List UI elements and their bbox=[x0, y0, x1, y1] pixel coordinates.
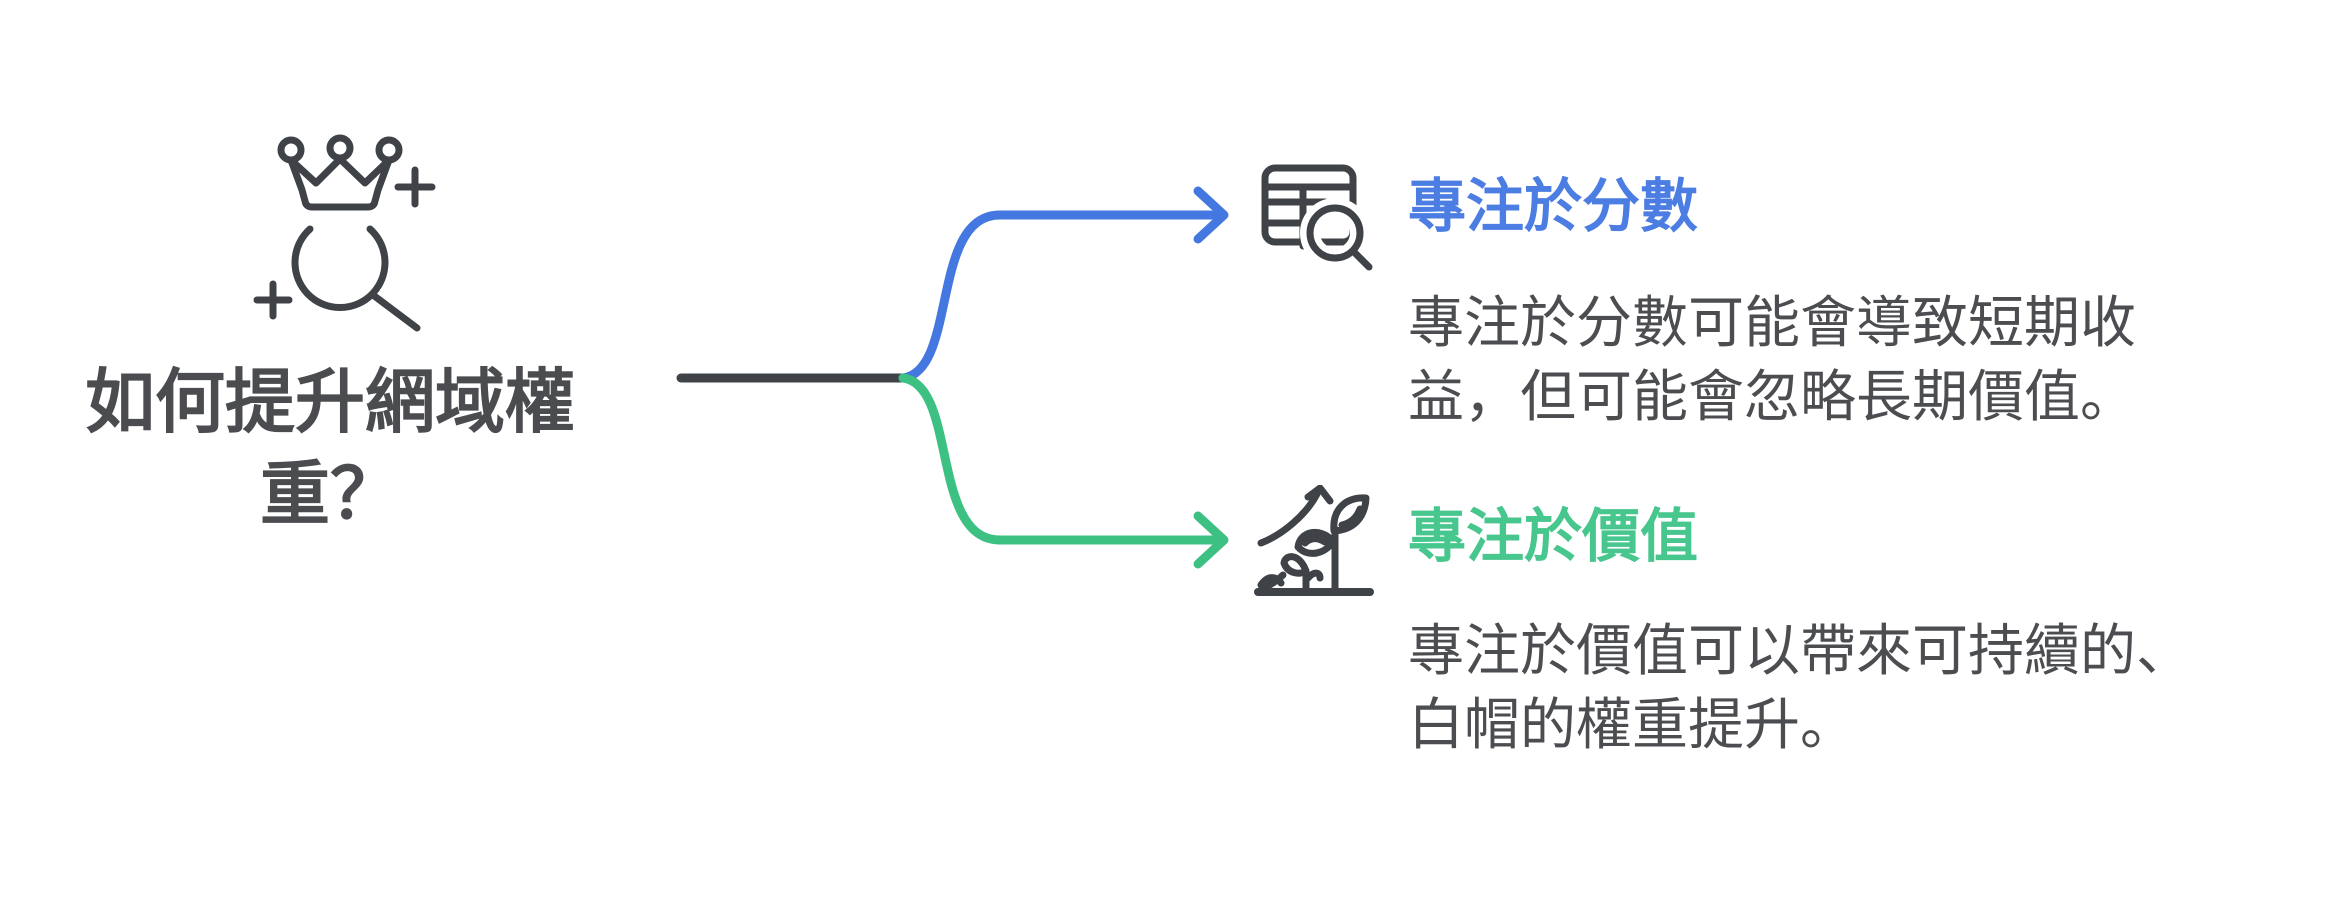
crown-search-icon bbox=[253, 134, 436, 332]
top-branch-arrowhead-icon bbox=[1193, 186, 1229, 244]
branch-title-value: 專注於價值 bbox=[1408, 504, 1699, 569]
branch-desc-scores: 專注於分數可能會導致短期收 益，但可能會忽略長期價值。 bbox=[1408, 286, 2136, 434]
plus-marks bbox=[253, 166, 436, 320]
desc-line: 白帽的權重提升。 bbox=[1408, 693, 1856, 756]
desc-line: 專注於價值可以帶來可持續的、 bbox=[1408, 619, 2192, 682]
tall-plant bbox=[1294, 494, 1370, 596]
crown-shape bbox=[277, 134, 403, 211]
desc-line: 專注於分數可能會導致短期收 bbox=[1408, 291, 2136, 354]
small-plant bbox=[1280, 553, 1324, 596]
root-title-line: 重？ bbox=[260, 455, 400, 533]
bottom-branch-arrowhead-icon bbox=[1193, 511, 1229, 569]
plant-growth-icon bbox=[1254, 485, 1374, 596]
top-branch-line bbox=[898, 210, 1219, 383]
branch-desc-value: 專注於價值可以帶來可持續的、 白帽的權重提升。 bbox=[1408, 614, 2192, 762]
magnifier-shape bbox=[291, 225, 421, 332]
branch-title-scores: 專注於分數 bbox=[1408, 174, 1699, 239]
magnifier-shape bbox=[1306, 204, 1373, 271]
growth-arrow bbox=[1257, 485, 1334, 547]
grass-tuft bbox=[1257, 571, 1287, 594]
desc-line: 益，但可能會忽略長期價值。 bbox=[1408, 365, 2136, 428]
root-title-line: 如何提升網域權 bbox=[85, 363, 575, 441]
bottom-branch-line bbox=[898, 373, 1219, 545]
table-search-icon bbox=[1261, 164, 1373, 271]
root-title: 如何提升網域權 重？ bbox=[55, 356, 605, 540]
